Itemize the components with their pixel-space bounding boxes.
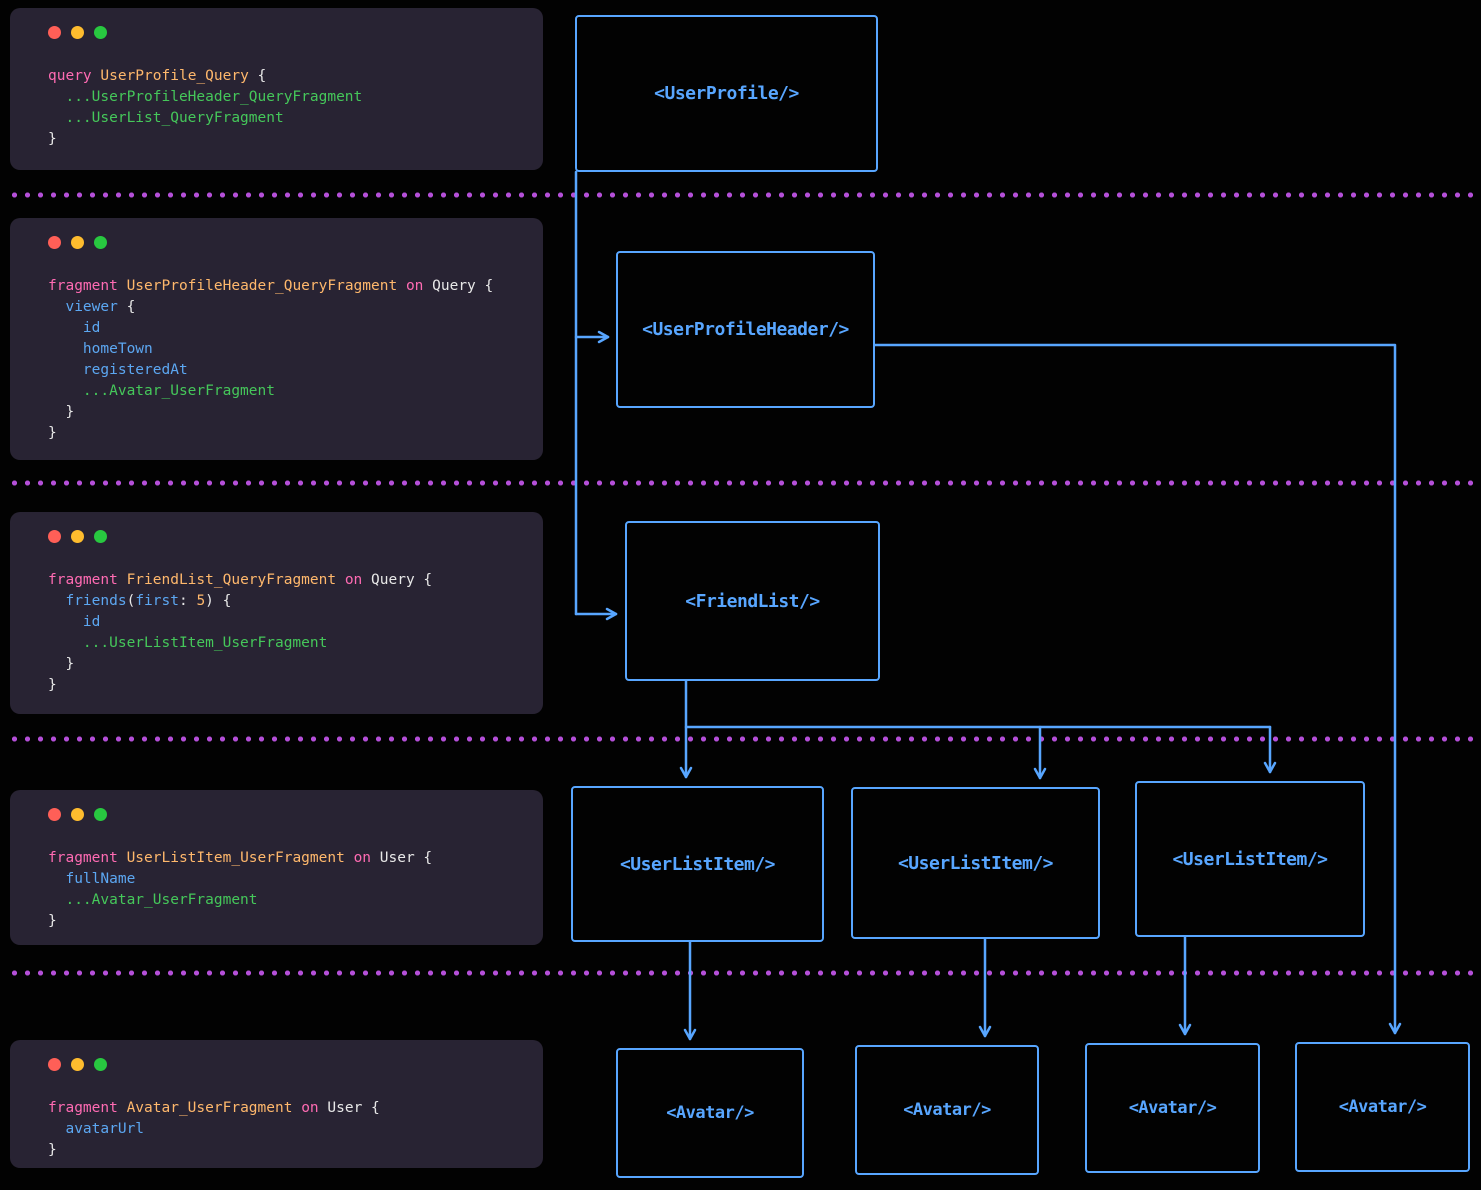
close-window-icon bbox=[48, 236, 61, 249]
window-traffic-lights bbox=[30, 530, 523, 544]
separator-line-4 bbox=[8, 970, 1473, 976]
window-traffic-lights bbox=[30, 236, 523, 250]
diagram-node-userlistitem-2: <UserListItem/> bbox=[851, 787, 1100, 939]
window-traffic-lights bbox=[30, 1058, 523, 1072]
code-block: query UserProfile_Query { ...UserProfile… bbox=[48, 68, 363, 147]
close-window-icon bbox=[48, 530, 61, 543]
minimize-window-icon bbox=[71, 236, 84, 249]
code-block: fragment Avatar_UserFragment on User { a… bbox=[48, 1100, 380, 1158]
maximize-window-icon bbox=[94, 236, 107, 249]
window-traffic-lights bbox=[30, 808, 523, 822]
code-block: fragment FriendList_QueryFragment on Que… bbox=[48, 572, 433, 693]
close-window-icon bbox=[48, 1058, 61, 1071]
code-block: fragment UserListItem_UserFragment on Us… bbox=[48, 850, 433, 929]
code-panel-userprofileheader-fragment: fragment UserProfileHeader_QueryFragment… bbox=[10, 218, 543, 460]
maximize-window-icon bbox=[94, 808, 107, 821]
diagram-node-userprofile: <UserProfile/> bbox=[575, 15, 878, 172]
diagram-node-avatar-2: <Avatar/> bbox=[855, 1045, 1039, 1175]
maximize-window-icon bbox=[94, 26, 107, 39]
code-panel-avatar-fragment: fragment Avatar_UserFragment on User { a… bbox=[10, 1040, 543, 1168]
arrow-friendlist-branch bbox=[684, 679, 1272, 729]
separator-line-2 bbox=[8, 480, 1473, 486]
diagram-node-userlistitem-1: <UserListItem/> bbox=[571, 786, 824, 942]
minimize-window-icon bbox=[71, 1058, 84, 1071]
code-block: fragment UserProfileHeader_QueryFragment… bbox=[48, 278, 494, 441]
maximize-window-icon bbox=[94, 1058, 107, 1071]
code-panel-userlistitem-fragment: fragment UserListItem_UserFragment on Us… bbox=[10, 790, 543, 945]
minimize-window-icon bbox=[71, 26, 84, 39]
diagram-node-avatar-3: <Avatar/> bbox=[1085, 1043, 1260, 1173]
separator-line-3 bbox=[8, 736, 1473, 742]
diagram-node-userprofileheader: <UserProfileHeader/> bbox=[616, 251, 875, 408]
diagram-node-avatar-1: <Avatar/> bbox=[616, 1048, 804, 1178]
diagram-node-avatar-4: <Avatar/> bbox=[1295, 1042, 1470, 1172]
minimize-window-icon bbox=[71, 808, 84, 821]
separator-line-1 bbox=[8, 192, 1473, 198]
maximize-window-icon bbox=[94, 530, 107, 543]
diagram-node-userlistitem-3: <UserListItem/> bbox=[1135, 781, 1365, 937]
window-traffic-lights bbox=[30, 26, 523, 40]
code-panel-query: query UserProfile_Query { ...UserProfile… bbox=[10, 8, 543, 170]
close-window-icon bbox=[48, 26, 61, 39]
code-panel-friendlist-fragment: fragment FriendList_QueryFragment on Que… bbox=[10, 512, 543, 714]
minimize-window-icon bbox=[71, 530, 84, 543]
close-window-icon bbox=[48, 808, 61, 821]
diagram-node-friendlist: <FriendList/> bbox=[625, 521, 880, 681]
